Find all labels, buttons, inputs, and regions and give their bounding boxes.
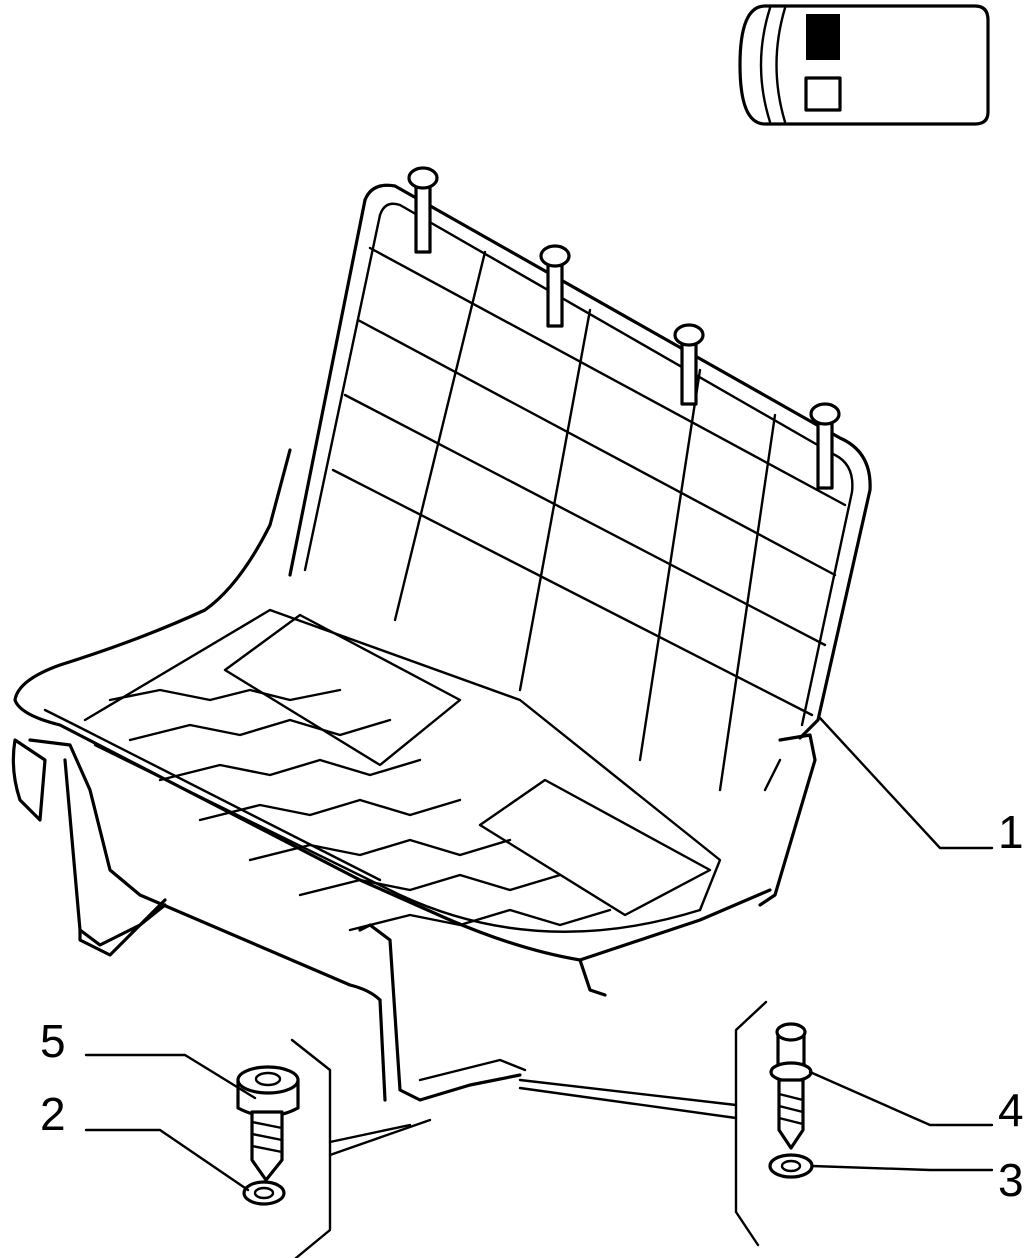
- callout-label-5: 5: [40, 1015, 66, 1067]
- washer-2-icon: [242, 1180, 286, 1206]
- seat-variant-legend-icon: [738, 4, 990, 126]
- washer-3-icon: [768, 1153, 814, 1179]
- callout-leaders: [84, 716, 994, 1192]
- bolt-4-icon: [769, 1022, 813, 1150]
- bolt-5-icon: [236, 1065, 300, 1182]
- empty-square-icon: [804, 76, 842, 112]
- callout-label-4: 4: [998, 1084, 1024, 1136]
- seat-backrest-frame: [288, 166, 872, 792]
- headrest-post: [407, 166, 439, 254]
- headrest-post: [809, 402, 841, 490]
- callout-label-3: 3: [998, 1154, 1024, 1206]
- callout-label-2: 2: [40, 1088, 66, 1140]
- headrest-post: [539, 244, 571, 328]
- callout-label-1: 1: [998, 806, 1024, 858]
- headrest-post: [673, 323, 705, 406]
- assembly-bracket-lines: [290, 1000, 768, 1258]
- filled-square-icon: [806, 14, 840, 60]
- seat-cushion-frame: [11, 448, 817, 1102]
